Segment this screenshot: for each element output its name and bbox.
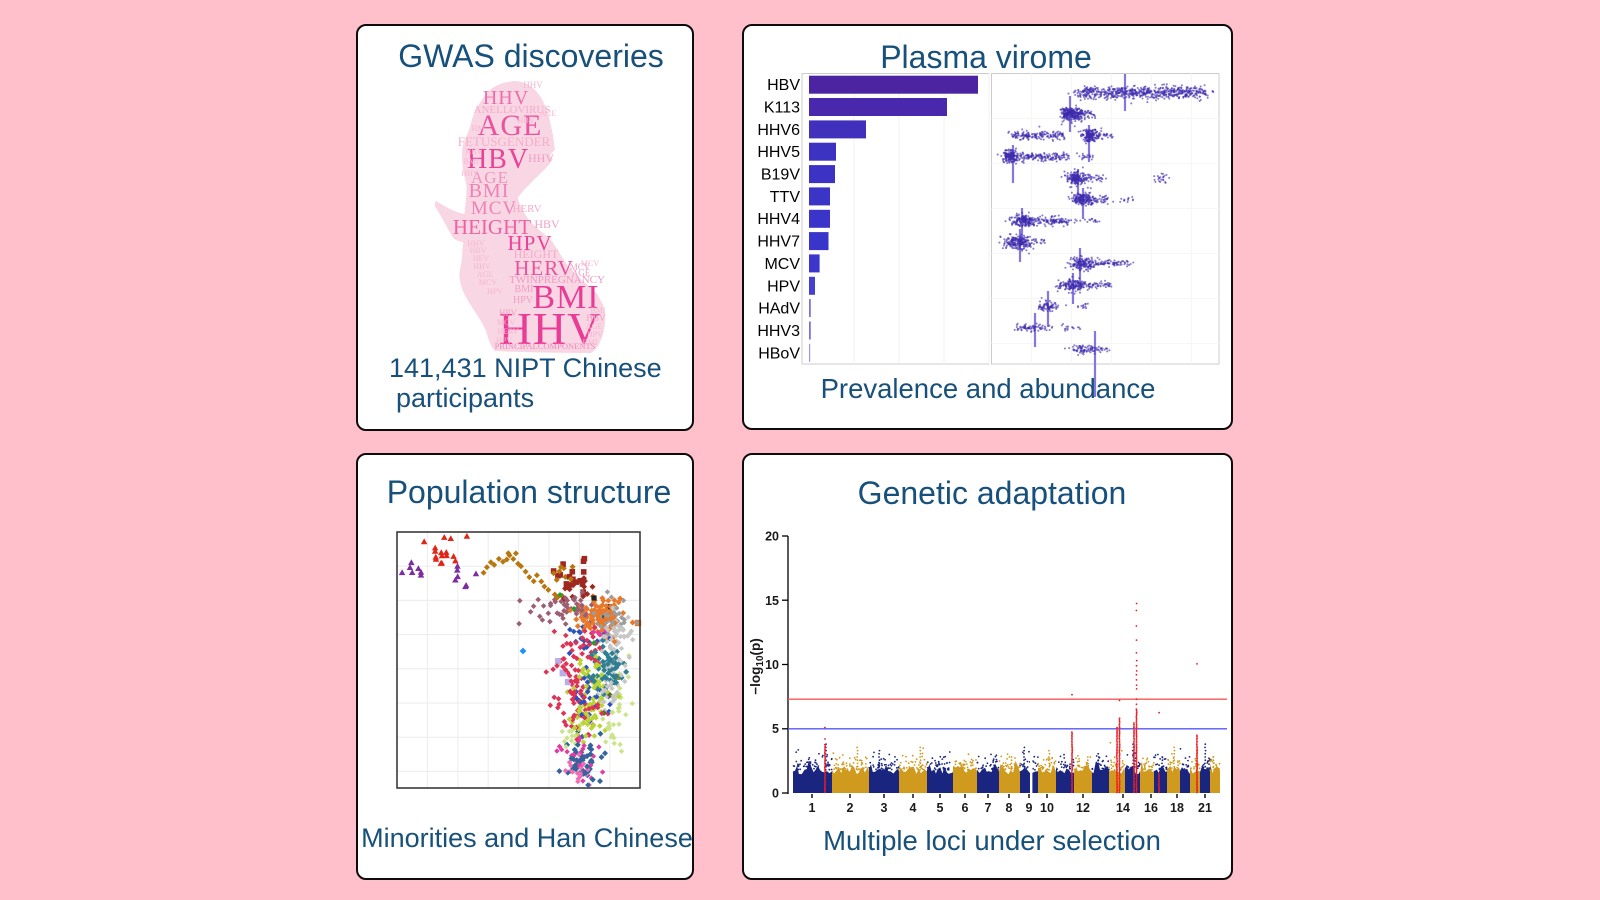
svg-text:HHV: HHV: [499, 303, 602, 354]
svg-text:HHV: HHV: [473, 262, 491, 271]
svg-text:HHV: HHV: [483, 87, 529, 109]
svg-text:AGE: AGE: [478, 109, 543, 142]
svg-text:HHV: HHV: [461, 169, 479, 178]
svg-text:Minorities and Han Chinese: Minorities and Han Chinese: [361, 823, 692, 853]
svg-text:20: 20: [765, 530, 779, 544]
svg-text:BMI: BMI: [469, 180, 510, 202]
svg-text:16: 16: [1144, 801, 1158, 815]
svg-text:Population structure: Population structure: [387, 474, 672, 510]
svg-text:HPV: HPV: [513, 295, 534, 306]
svg-text:4: 4: [910, 801, 917, 815]
svg-text:HBV: HBV: [467, 144, 529, 175]
svg-text:10: 10: [1040, 801, 1054, 815]
svg-text:AGE: AGE: [572, 268, 591, 278]
svg-text:BMI: BMI: [582, 338, 597, 347]
svg-text:HHV7: HHV7: [757, 234, 800, 251]
svg-text:−log10(p): −log10(p): [748, 638, 766, 695]
svg-text:PRINCIPALCOMPONENTS: PRINCIPALCOMPONENTS: [495, 341, 596, 351]
svg-text:AGE: AGE: [477, 270, 494, 279]
svg-text:141,431 NIPT Chinese: 141,431 NIPT Chinese: [389, 353, 662, 383]
svg-text:MCV: MCV: [764, 256, 800, 273]
svg-text:1: 1: [809, 801, 816, 815]
svg-text:HPV: HPV: [499, 308, 518, 318]
svg-text:3: 3: [881, 801, 888, 815]
svg-text:TTV: TTV: [770, 189, 801, 206]
svg-text:HERV: HERV: [514, 256, 573, 280]
svg-text:HBV: HBV: [586, 313, 606, 323]
svg-text:Genetic adaptation: Genetic adaptation: [858, 475, 1127, 511]
svg-text:HPV: HPV: [487, 287, 503, 296]
svg-text:HPV: HPV: [496, 336, 512, 345]
svg-text:6: 6: [962, 801, 969, 815]
svg-text:HBV: HBV: [470, 246, 487, 255]
svg-text:MCV: MCV: [497, 318, 515, 327]
svg-text:18: 18: [1170, 801, 1184, 815]
svg-text:ANELLOVIRUS: ANELLOVIRUS: [474, 104, 551, 116]
svg-text:HERV: HERV: [497, 327, 518, 336]
svg-text:AGE: AGE: [540, 109, 557, 118]
svg-text:HPV: HPV: [587, 330, 603, 339]
svg-text:HHV: HHV: [467, 239, 485, 248]
svg-text:MCV: MCV: [479, 278, 497, 287]
svg-text:HERV: HERV: [512, 203, 541, 215]
svg-text:GWAS discoveries: GWAS discoveries: [398, 38, 664, 74]
svg-text:HPV: HPV: [767, 278, 800, 295]
svg-text:MCV: MCV: [581, 259, 599, 268]
svg-text:Multiple loci under selection: Multiple loci under selection: [823, 825, 1161, 856]
svg-text:HHV: HHV: [528, 151, 554, 165]
svg-text:21: 21: [1198, 801, 1212, 815]
svg-text:7: 7: [985, 801, 992, 815]
svg-text:HPV: HPV: [507, 231, 552, 255]
svg-text:Plasma virome: Plasma virome: [880, 39, 1092, 75]
svg-text:B19V: B19V: [761, 167, 800, 184]
svg-text:HEIGHT: HEIGHT: [453, 215, 531, 239]
svg-text:BMI: BMI: [532, 279, 599, 316]
svg-text:MCV: MCV: [471, 198, 517, 219]
svg-text:12: 12: [1076, 801, 1090, 815]
svg-text:HBoV: HBoV: [758, 345, 800, 362]
svg-text:MCV: MCV: [570, 262, 591, 272]
svg-text:14: 14: [1116, 801, 1130, 815]
svg-text:8: 8: [1006, 801, 1013, 815]
svg-text:HBV: HBV: [466, 147, 483, 156]
svg-text:HEIGHT: HEIGHT: [514, 247, 559, 261]
svg-text:HHV: HHV: [523, 80, 543, 90]
svg-text:2: 2: [847, 801, 854, 815]
svg-text:TWINPREGNANCY: TWINPREGNANCY: [509, 274, 605, 286]
svg-text:9: 9: [1026, 801, 1033, 815]
svg-text:AGE: AGE: [586, 322, 603, 331]
svg-text:15: 15: [765, 594, 779, 608]
svg-text:HHV4: HHV4: [757, 211, 800, 228]
svg-text:HHV6: HHV6: [757, 122, 800, 139]
svg-text:HEV: HEV: [473, 254, 490, 263]
svg-text:BMI: BMI: [590, 306, 605, 315]
svg-text:HM: HM: [472, 124, 485, 133]
svg-text:participants: participants: [396, 383, 534, 413]
svg-text:BMI: BMI: [515, 284, 534, 295]
svg-text:HBV: HBV: [534, 217, 560, 231]
svg-text:K113: K113: [764, 100, 800, 117]
svg-text:5: 5: [772, 722, 779, 736]
svg-text:HBV: HBV: [518, 116, 535, 125]
svg-text:HHV3: HHV3: [757, 323, 800, 340]
svg-text:0: 0: [772, 787, 779, 801]
svg-text:BMI: BMI: [463, 157, 478, 166]
svg-text:5: 5: [937, 801, 944, 815]
svg-text:HAdV: HAdV: [758, 301, 800, 318]
svg-text:HBV: HBV: [767, 77, 800, 94]
svg-text:HHV5: HHV5: [757, 144, 800, 161]
svg-text:Prevalence and abundance: Prevalence and abundance: [821, 373, 1156, 404]
svg-text:FETUSGENDER: FETUSGENDER: [458, 134, 551, 149]
svg-text:AGE: AGE: [471, 168, 509, 187]
svg-text:10: 10: [765, 658, 779, 672]
